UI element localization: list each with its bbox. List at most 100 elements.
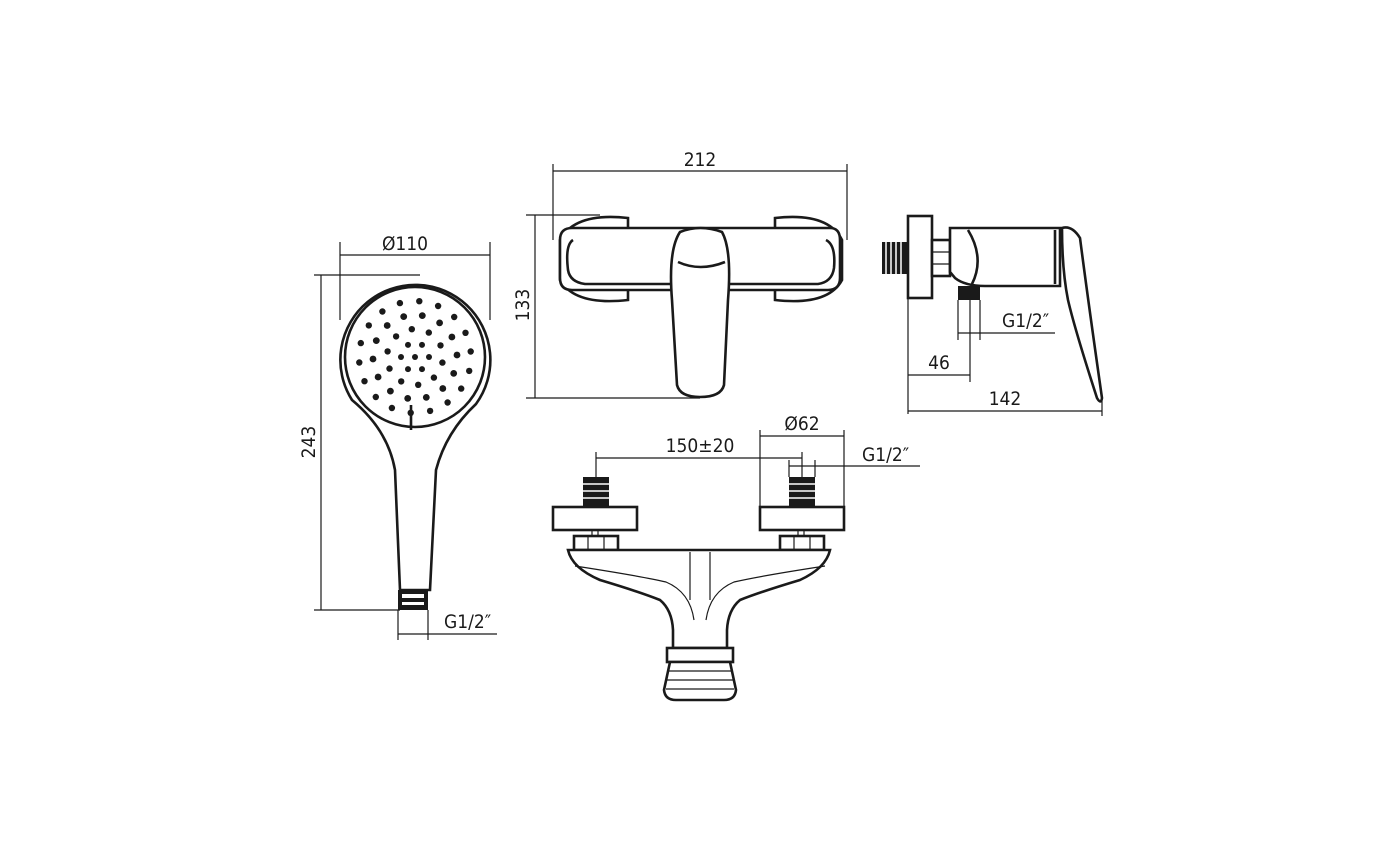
- hand-shower-thread-label: G1/2″: [444, 611, 491, 633]
- spray-face-ring: [343, 285, 487, 429]
- right-hex-nut: [778, 534, 826, 552]
- nozzle-dot: [383, 322, 391, 329]
- nozzle-dot: [407, 409, 414, 416]
- mixer-bottom-view: 150±20 Ø62 G1/2″: [551, 413, 920, 702]
- nozzle-dot: [392, 333, 400, 340]
- nozzle-dot: [369, 355, 377, 363]
- nozzle-dot: [437, 342, 444, 349]
- side-mixer-body: [948, 226, 1062, 288]
- mixer-front-view: 212 133: [512, 149, 848, 399]
- mixer-body-inner-line: [565, 238, 836, 286]
- nozzle-dot: [462, 329, 469, 336]
- mixer-width-label: 212: [684, 149, 717, 171]
- dim-flange-diameter: Ø62: [759, 413, 845, 507]
- hose-connector-groove: [402, 594, 424, 598]
- nozzle-center-dot: [412, 354, 418, 360]
- nozzle-dot: [434, 302, 442, 310]
- nozzle-dot: [384, 348, 391, 355]
- nozzle-dot: [451, 313, 458, 321]
- nozzle-dot: [356, 359, 363, 366]
- nozzle-dot: [419, 341, 425, 348]
- nozzle-dot: [439, 359, 446, 366]
- right-escutcheon: [758, 505, 846, 532]
- nozzle-dot: [379, 308, 386, 315]
- nozzle-dot: [405, 341, 411, 348]
- nozzle-dot: [425, 329, 432, 336]
- nozzle-dot: [430, 374, 438, 381]
- side-depth-small-label: 46: [928, 352, 950, 374]
- nozzle-dot: [398, 378, 405, 385]
- hose-connector-groove-2: [402, 602, 424, 605]
- dim-height-133: 133: [512, 214, 700, 399]
- nozzle-dot: [357, 339, 364, 347]
- nozzle-dot: [422, 394, 430, 401]
- outlet-thread: [662, 660, 738, 702]
- center-distance-label: 150±20: [666, 435, 735, 457]
- bottom-mixer-body: [566, 548, 832, 650]
- side-thread-label: G1/2″: [1002, 310, 1049, 332]
- hand-shower-diameter-label: Ø110: [382, 233, 428, 255]
- left-inlet-thread: [583, 477, 609, 507]
- top-thread-label: G1/2″: [862, 444, 909, 466]
- flange-diameter-label: Ø62: [784, 413, 819, 435]
- dim-center-distance: 150±20: [595, 435, 803, 477]
- nozzle-dot: [426, 354, 432, 360]
- spray-nozzles: [356, 298, 474, 416]
- hand-shower-outline: [339, 283, 492, 592]
- nozzle-dot: [365, 322, 372, 329]
- hand-shower-length-label: 243: [298, 426, 320, 459]
- left-hex-nut: [572, 534, 620, 552]
- left-escutcheon: [551, 505, 639, 532]
- body-contour: [574, 565, 826, 621]
- dim-depth-46: 46: [907, 298, 971, 414]
- side-nut: [930, 238, 952, 278]
- mixer-height-label: 133: [512, 289, 534, 322]
- nozzle-dot: [372, 393, 379, 401]
- dim-thread-top: G1/2″: [788, 444, 920, 477]
- nozzle-dot: [398, 354, 404, 360]
- right-inlet-thread: [789, 477, 815, 507]
- nozzle-dot: [400, 313, 408, 320]
- side-body-contour: [966, 229, 979, 285]
- dim-width-212: 212: [552, 149, 848, 240]
- side-lever: [1060, 226, 1104, 403]
- nozzle-dot: [386, 365, 393, 372]
- nozzle-dot: [453, 351, 461, 359]
- nozzle-dot: [444, 399, 451, 406]
- outlet-ring: [665, 646, 735, 664]
- nozzle-dot: [405, 366, 411, 373]
- nozzle-dot: [416, 298, 423, 305]
- nozzle-dot: [419, 366, 425, 373]
- dim-length-243: 243: [298, 274, 420, 611]
- nozzle-dot: [396, 299, 404, 307]
- nozzle-dot: [458, 385, 465, 392]
- hose-connector-thread: [398, 590, 428, 610]
- side-depth-total-label: 142: [989, 388, 1022, 410]
- mixer-lever-crease: [677, 260, 726, 269]
- nozzle-dot: [388, 404, 396, 412]
- nozzle-dot: [439, 385, 447, 392]
- nozzle-dot: [387, 387, 394, 395]
- dim-thread-side: G1/2″: [957, 300, 1055, 340]
- nozzle-dot: [372, 337, 380, 344]
- nozzle-dot: [418, 312, 426, 319]
- nozzle-dot: [361, 378, 368, 385]
- side-outlet-thread: [958, 286, 980, 300]
- nozzle-dot: [450, 370, 458, 377]
- nozzle-dot: [467, 348, 474, 355]
- mixer-lever: [669, 226, 731, 399]
- mixer-side-view: G1/2″ 46 142: [882, 214, 1104, 416]
- nozzle-dot: [426, 407, 434, 415]
- nozzle-dot: [436, 319, 443, 327]
- nozzle-dot: [415, 381, 422, 388]
- dim-diameter-110: Ø110: [339, 233, 491, 320]
- dim-depth-142: 142: [908, 388, 1103, 416]
- dim-thread-hand-shower: G1/2″: [397, 610, 497, 640]
- hand-shower-view: Ø110 243 G1/2″: [298, 233, 497, 640]
- nozzle-dot: [374, 373, 382, 381]
- nozzle-dot: [466, 367, 473, 375]
- nozzle-dot: [448, 333, 456, 341]
- side-wall-flange: [906, 214, 934, 300]
- nozzle-dot: [408, 326, 415, 333]
